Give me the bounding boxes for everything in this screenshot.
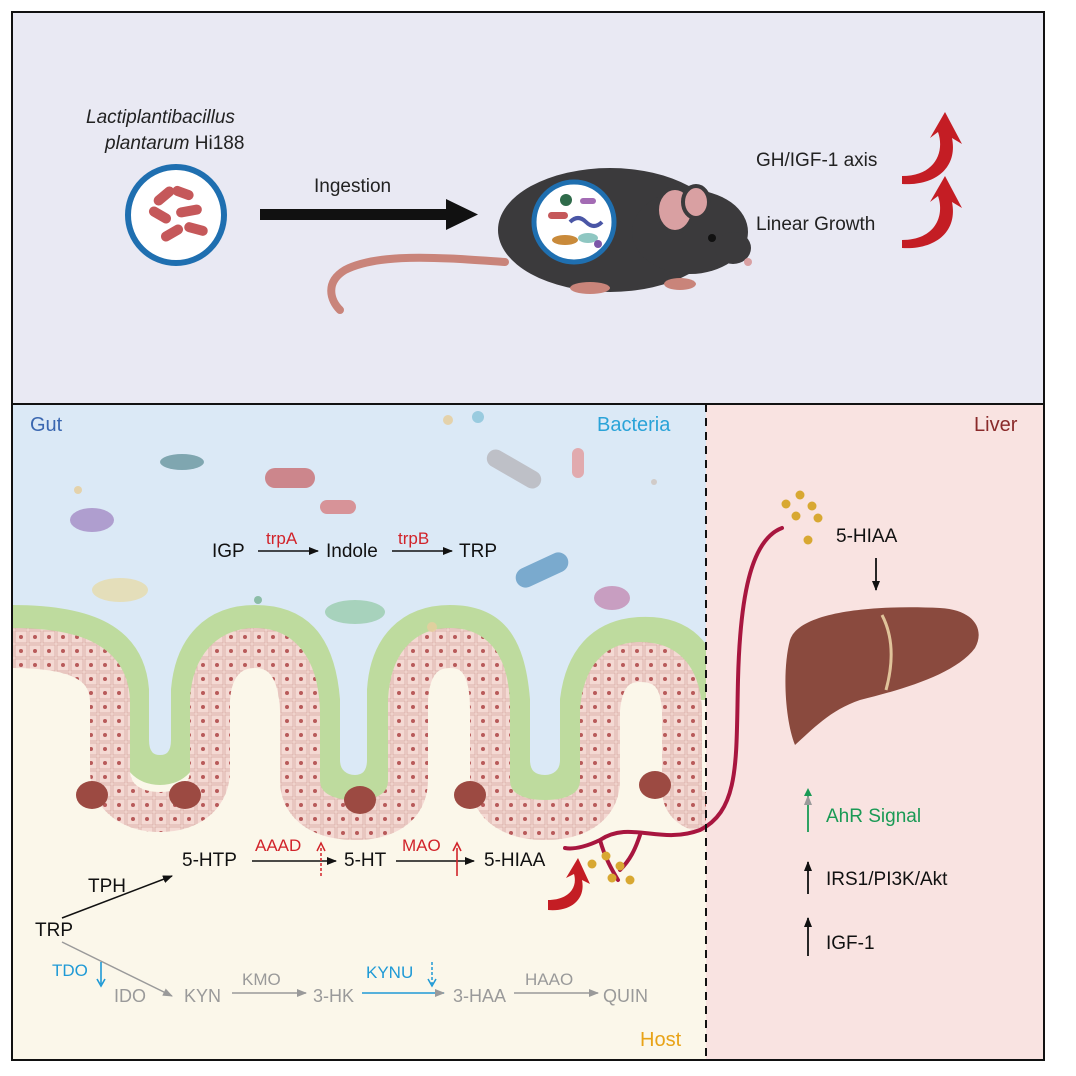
host-quin: QUIN xyxy=(603,986,648,1006)
enzyme-trpa: trpA xyxy=(266,529,298,548)
outcome-linear-growth: Linear Growth xyxy=(756,214,876,235)
enzyme-trpb: trpB xyxy=(398,529,430,548)
enzyme-aaad: AAAD xyxy=(255,836,302,855)
bacteria-label: Bacteria xyxy=(597,414,671,436)
mouse-icon xyxy=(327,168,752,314)
organism-name-line1: Lactiplantibacillus xyxy=(86,107,235,128)
irs1-pi3k-akt: IRS1/PI3K/Akt xyxy=(826,869,948,890)
pathway-indole: Indole xyxy=(326,541,378,562)
gut-label: Gut xyxy=(30,414,63,436)
top-panel xyxy=(12,12,1044,404)
growth-up-arrow-2 xyxy=(902,176,962,249)
growth-up-arrow-1 xyxy=(902,112,962,185)
enzyme-mao: MAO xyxy=(402,836,441,855)
host-tph: TPH xyxy=(88,876,126,897)
liver-5hiaa: 5-HIAA xyxy=(836,526,898,547)
host-kyn: KYN xyxy=(184,986,222,1006)
host-3hk: 3-HK xyxy=(313,986,355,1006)
enzyme-kynu: KYNU xyxy=(366,963,414,982)
enzyme-tdo: TDO xyxy=(52,961,88,980)
host-3haa: 3-HAA xyxy=(453,986,507,1006)
gut-panel xyxy=(12,404,706,1060)
liver-panel xyxy=(563,404,1044,1060)
organism-name-line2: plantarum Hi188 xyxy=(105,134,244,153)
probiotic-dish-icon xyxy=(125,164,227,266)
host-5ht: 5-HT xyxy=(344,850,387,871)
host-5htp: 5-HTP xyxy=(182,850,237,871)
liver-icon xyxy=(785,607,979,745)
ingestion-arrow xyxy=(260,199,478,230)
enzyme-ido: IDO xyxy=(114,986,147,1006)
ahr-signal: AhR Signal xyxy=(826,806,922,827)
5-hiaa-increase-arrow xyxy=(548,858,590,911)
pathway-trp-bacterial: TRP xyxy=(459,541,497,562)
host-5hiaa: 5-HIAA xyxy=(484,850,546,871)
gut-microbes xyxy=(70,411,657,632)
outcome-gh-igf1: GH/IGF-1 axis xyxy=(756,150,878,171)
organism-species: plantarum xyxy=(105,133,190,154)
igf1-signal: IGF-1 xyxy=(826,933,875,954)
pathway-igp: IGP xyxy=(212,541,245,562)
organism-strain: Hi188 xyxy=(194,133,245,154)
ingestion-label: Ingestion xyxy=(314,176,392,197)
liver-label: Liver xyxy=(974,414,1018,436)
host-label: Host xyxy=(640,1029,682,1051)
enzyme-kmo: KMO xyxy=(242,970,281,989)
host-trp: TRP xyxy=(35,920,73,941)
enzyme-haao: HAAO xyxy=(525,970,574,989)
